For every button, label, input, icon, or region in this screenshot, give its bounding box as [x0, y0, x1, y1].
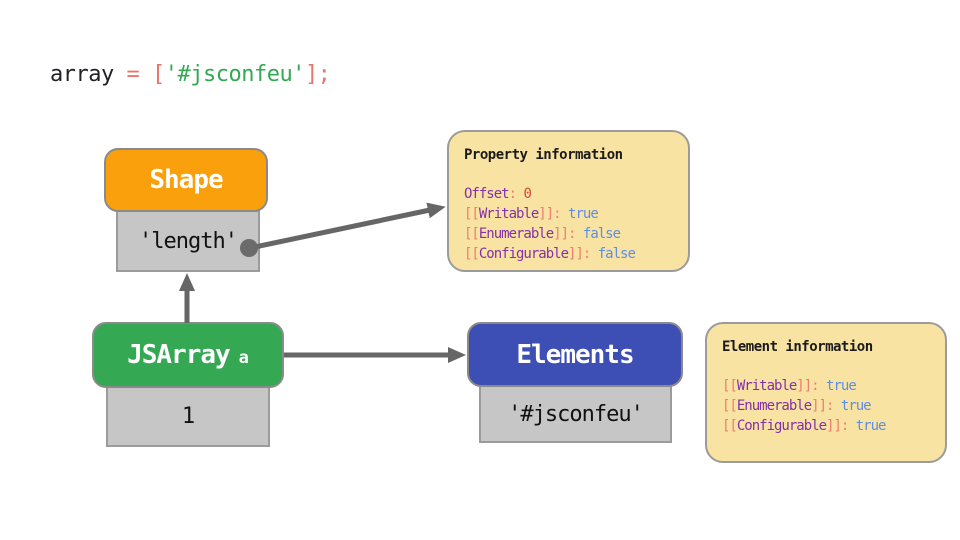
jsarray-length-value-cell: 1: [106, 386, 270, 447]
code-snippet: array = ['#jsconfeu'];: [50, 62, 331, 87]
elements-value-cell: '#jsconfeu': [479, 385, 672, 443]
code-close-bracket: ];: [304, 62, 331, 87]
bracket-close: ]]:: [826, 418, 849, 434]
bracket-close: ]]:: [811, 398, 834, 414]
code-equals: =: [126, 62, 140, 87]
attr-value: true: [840, 398, 872, 414]
jsarray-title-text: JSArray: [127, 340, 231, 370]
attr-name: Configurable: [478, 246, 569, 262]
code-open-bracket: [: [151, 62, 165, 87]
bracket-open: [[: [722, 398, 738, 414]
attr-value: true: [855, 418, 887, 434]
attr-value: false: [582, 226, 621, 242]
shape-node-title: Shape: [149, 165, 223, 195]
property-information-title: Property information: [464, 147, 623, 163]
bracket-close: ]]:: [796, 378, 819, 394]
element-writable-row: [[Writable]]: true: [722, 376, 930, 396]
element-enumerable-row: [[Enumerable]]: true: [722, 396, 930, 416]
property-information-box: Property information Offset: 0 [[Writabl…: [447, 130, 690, 272]
element-configurable-row: [[Configurable]]: true: [722, 416, 930, 436]
attr-value: false: [597, 246, 636, 262]
property-offset-row: Offset: 0: [464, 184, 673, 204]
elements-node-header: Elements: [467, 322, 683, 387]
property-writable-row: [[Writable]]: true: [464, 204, 673, 224]
bracket-open: [[: [464, 246, 480, 262]
jsarray-subscript: a: [238, 348, 249, 368]
bracket-open: [[: [722, 418, 738, 434]
attr-value: true: [568, 206, 599, 222]
bracket-close: ]]:: [568, 246, 591, 262]
bracket-open: [[: [722, 378, 738, 394]
code-variable: array: [50, 62, 114, 87]
jsarray-node-title: JSArray a: [127, 340, 249, 370]
attr-value: true: [826, 378, 857, 394]
attr-name: Enumerable: [736, 398, 812, 414]
attr-name: Configurable: [736, 418, 827, 434]
jsarray-node-header: JSArray a: [92, 322, 284, 388]
arrow-length-to-property-info: [249, 202, 446, 251]
property-enumerable-row: [[Enumerable]]: false: [464, 224, 673, 244]
element-information-box: Element information [[Writable]]: true […: [705, 322, 947, 463]
code-string-literal: '#jsconfeu': [164, 62, 306, 87]
attr-name: Writable: [736, 378, 797, 394]
bracket-close: ]]:: [553, 226, 576, 242]
attr-name: Enumerable: [478, 226, 554, 242]
bracket-close: ]]:: [538, 206, 561, 222]
shape-length-cell: 'length': [116, 210, 260, 272]
bracket-open: [[: [464, 206, 480, 222]
attr-name: Writable: [478, 206, 539, 222]
elements-node-title: Elements: [516, 339, 634, 370]
element-information-title: Element information: [722, 339, 873, 355]
property-configurable-row: [[Configurable]]: false: [464, 244, 673, 264]
offset-label: Offset: [464, 186, 510, 202]
bracket-open: [[: [464, 226, 480, 242]
offset-colon: :: [508, 186, 518, 202]
shape-node-header: Shape: [104, 148, 268, 212]
offset-value: 0: [523, 186, 532, 202]
